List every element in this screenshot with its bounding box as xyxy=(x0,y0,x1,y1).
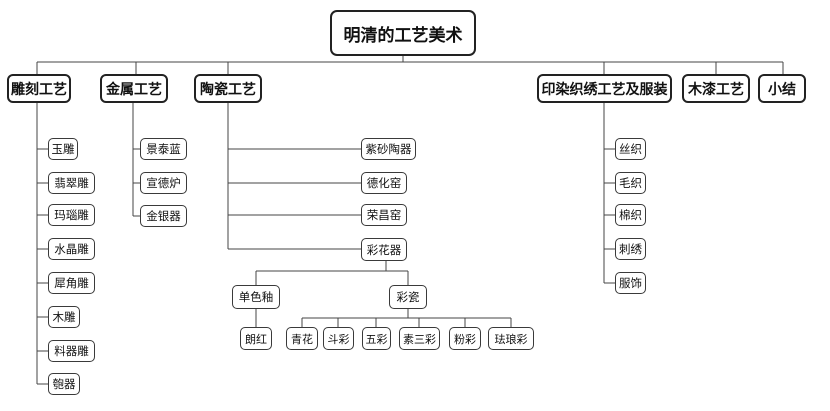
carving-item: 木雕 xyxy=(48,306,80,328)
carving-item: 翡翠雕 xyxy=(48,172,95,194)
category-lacquer: 木漆工艺 xyxy=(682,74,750,103)
carving-item: 玛瑙雕 xyxy=(48,204,95,226)
colored-item: 珐琅彩 xyxy=(488,327,534,350)
metal-item: 宣德炉 xyxy=(140,172,187,194)
category-metal: 金属工艺 xyxy=(100,74,168,103)
carving-item: 料器雕 xyxy=(48,340,95,362)
textile-item: 毛织 xyxy=(615,172,646,194)
ceramics-item: 德化窑 xyxy=(361,172,407,194)
category-summary: 小结 xyxy=(758,74,806,103)
colored-item: 五彩 xyxy=(362,327,391,350)
carving-item: 玉雕 xyxy=(48,138,78,160)
monochrome-item: 朗红 xyxy=(240,327,272,350)
category-ceramics: 陶瓷工艺 xyxy=(194,74,262,103)
ceramics-item: 彩花器 xyxy=(361,238,407,261)
connector-colored xyxy=(301,309,512,327)
ceramics-item: 紫砂陶器 xyxy=(361,138,416,160)
decorated-colored: 彩瓷 xyxy=(389,285,427,309)
carving-item: 匏器 xyxy=(48,373,80,395)
connector-decorated xyxy=(255,261,409,285)
textile-item: 刺绣 xyxy=(615,238,646,260)
category-textile: 印染织绣工艺及服装 xyxy=(537,74,672,103)
connector-root xyxy=(36,56,784,74)
connector-textile xyxy=(603,103,615,284)
textile-item: 丝织 xyxy=(615,138,646,160)
carving-item: 犀角雕 xyxy=(48,272,95,294)
category-carving: 雕刻工艺 xyxy=(7,74,71,103)
colored-item: 粉彩 xyxy=(449,327,481,350)
textile-item: 服饰 xyxy=(615,272,646,294)
colored-item: 青花 xyxy=(286,327,318,350)
textile-item: 棉织 xyxy=(615,204,646,226)
metal-item: 金银器 xyxy=(140,205,187,227)
carving-item: 水晶雕 xyxy=(48,238,95,260)
connector-metal xyxy=(132,103,140,217)
colored-item: 素三彩 xyxy=(399,327,440,350)
connector-ceramics xyxy=(227,103,361,250)
metal-item: 景泰蓝 xyxy=(140,138,187,160)
ceramics-item: 荣昌窑 xyxy=(361,204,407,226)
decorated-monochrome: 单色釉 xyxy=(232,285,280,309)
colored-item: 斗彩 xyxy=(323,327,354,350)
root-node: 明清的工艺美术 xyxy=(330,10,476,56)
connector-carving xyxy=(36,103,48,385)
